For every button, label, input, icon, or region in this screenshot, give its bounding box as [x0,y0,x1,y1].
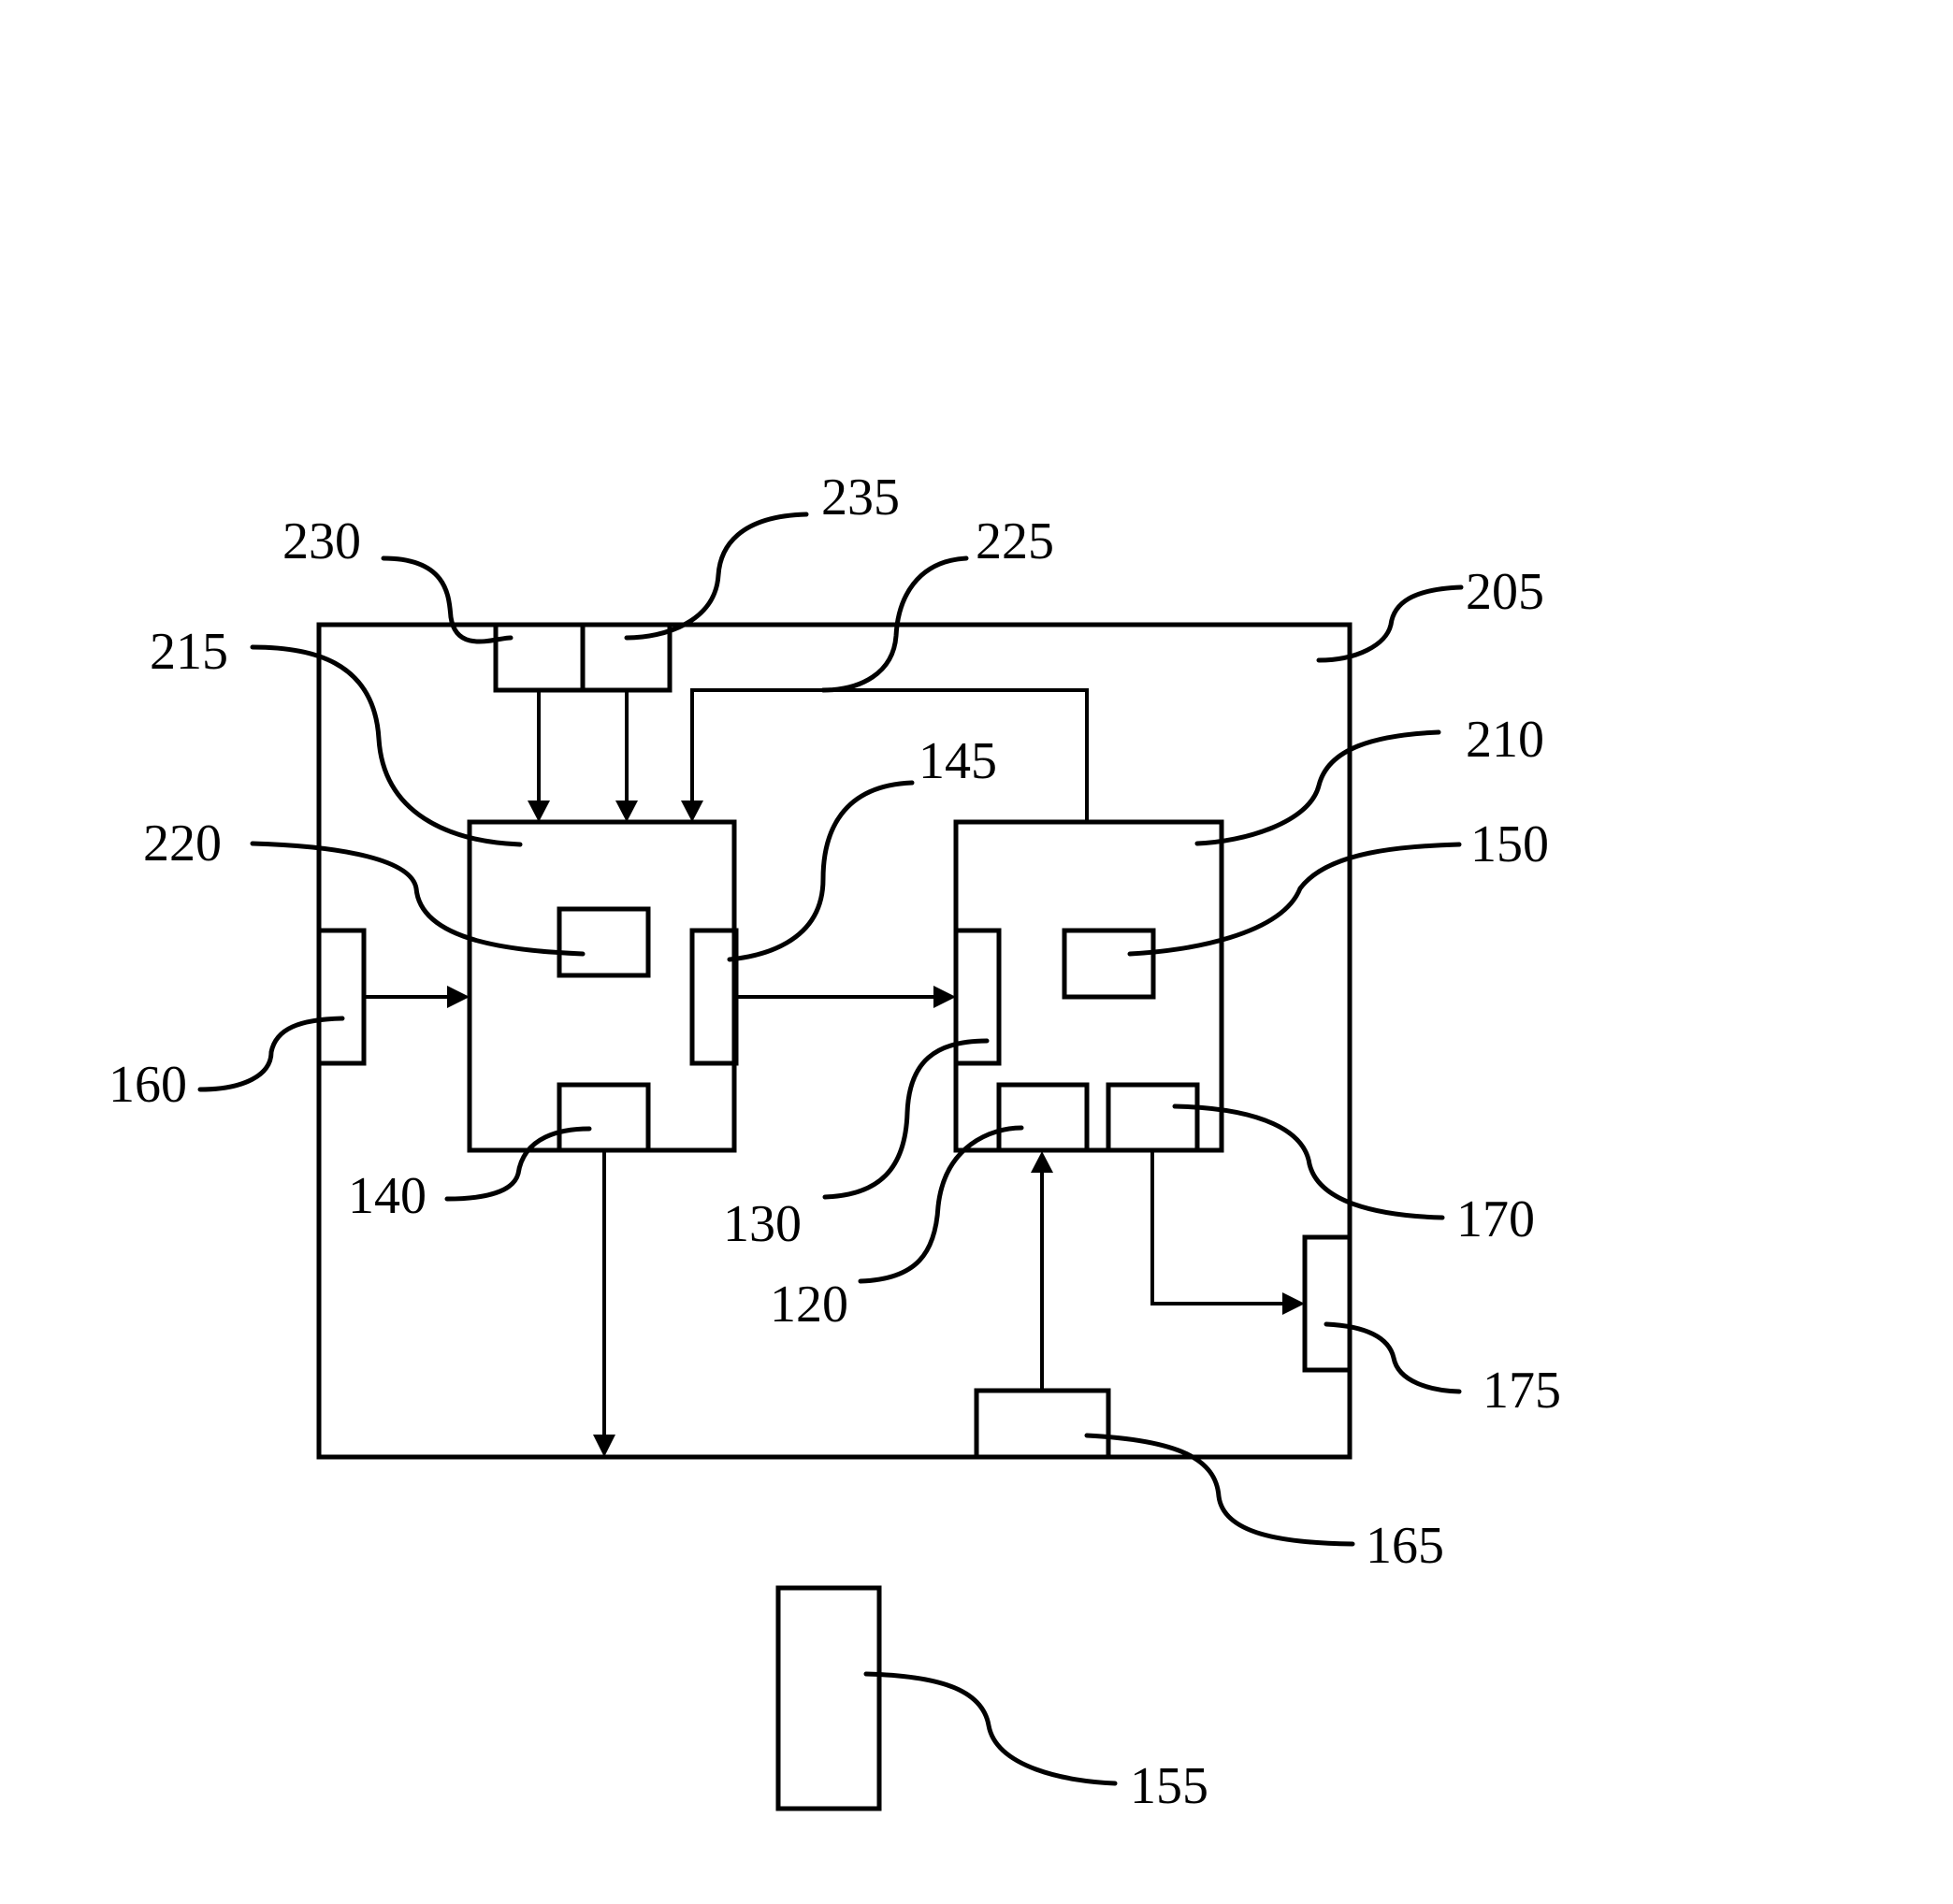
leader-170 [1172,1103,1445,1220]
leader-140 [444,1126,592,1202]
label-155: 155 [1130,1757,1208,1815]
connection-225 [690,688,1089,822]
arrowhead-230 [528,801,550,822]
leader-155 [863,1671,1118,1786]
left-input-port-box [316,928,367,1066]
label-235: 235 [821,469,900,526]
label-210: 210 [1466,711,1544,769]
arrowhead-145 [933,986,956,1008]
external-component-box [775,1585,882,1811]
label-215: 215 [150,623,228,681]
arrowhead-165 [1031,1151,1053,1173]
label-220: 220 [143,815,222,873]
connection-170-to-175 [1150,1150,1284,1305]
first-unit-box [467,819,737,1153]
leader-210 [1194,729,1441,846]
label-145: 145 [919,732,997,790]
label-140: 140 [348,1167,427,1225]
leader-145 [727,780,915,962]
arrowhead-170 [1282,1292,1305,1315]
label-205: 205 [1466,563,1544,621]
label-130: 130 [723,1195,802,1253]
leader-120 [858,1125,1024,1284]
leader-165 [1084,1433,1355,1547]
inner-module-box [557,906,651,978]
label-175: 175 [1483,1362,1561,1420]
label-160: 160 [108,1056,187,1114]
leader-220 [250,841,586,957]
label-225: 225 [976,512,1054,570]
label-170: 170 [1456,1190,1535,1248]
second-bottom-port-right-box [1106,1082,1200,1153]
label-165: 165 [1366,1517,1444,1575]
top-port-left-box [493,622,586,693]
label-150: 150 [1470,815,1549,873]
second-inner-module-box [1062,928,1156,1000]
arrowhead-235 [615,801,638,822]
label-120: 120 [770,1276,848,1334]
leader-150 [1127,842,1462,957]
leader-160 [197,1016,345,1092]
leader-230 [381,555,514,644]
leader-225 [820,555,969,693]
first-output-port-box [689,928,739,1066]
right-side-port-box [1302,1234,1353,1373]
arrowhead-225 [681,801,703,822]
first-bottom-port-box [557,1082,651,1153]
arrowhead-160 [447,986,470,1008]
leader-175 [1324,1321,1462,1394]
second-bottom-port-left-box [996,1082,1090,1153]
arrowhead-140 [593,1435,615,1457]
leader-215 [250,644,523,847]
leader-205 [1316,584,1464,663]
leader-130 [822,1038,990,1200]
label-230: 230 [282,512,361,570]
bottom-port-box [974,1388,1111,1460]
leader-235 [624,512,809,641]
